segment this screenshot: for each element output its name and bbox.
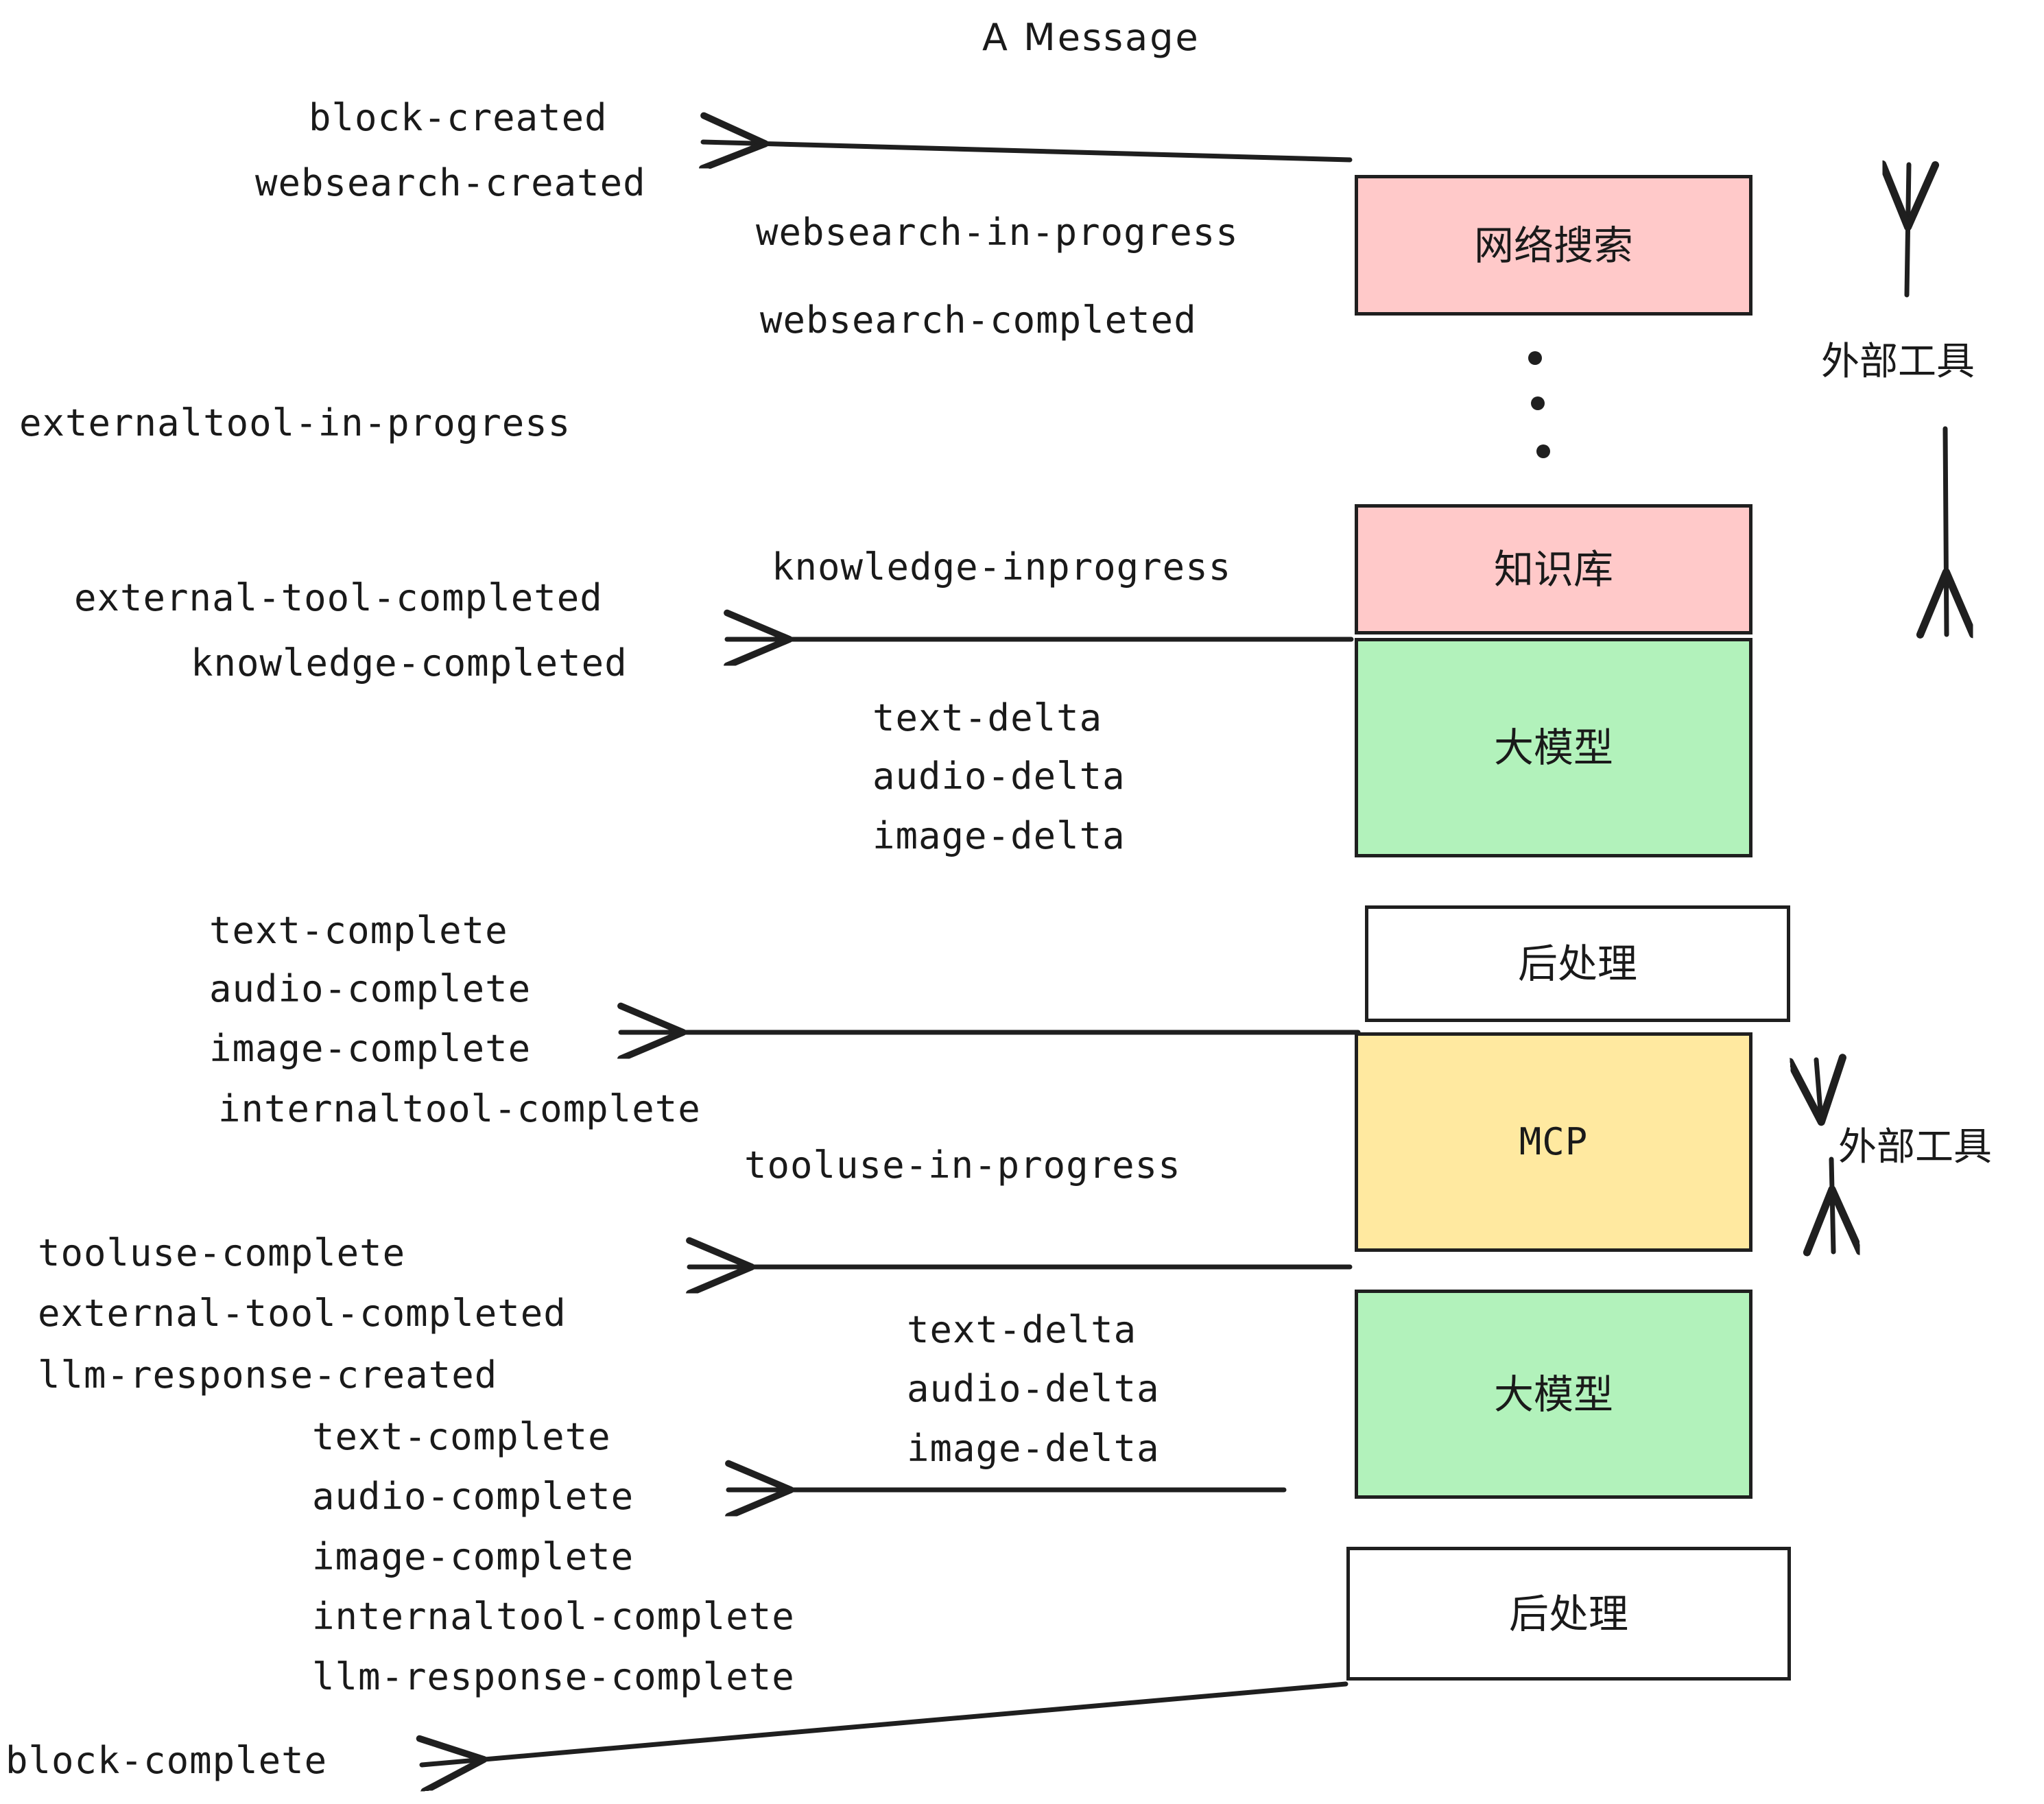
- event-image-delta-first: image-delta: [872, 814, 1126, 857]
- ellipsis-dot: [1528, 351, 1542, 365]
- node-mcp-label: MCP: [1519, 1120, 1589, 1163]
- node-llm-first-label: 大模型: [1493, 724, 1613, 771]
- event-external-tool-completed-second: external-tool-completed: [38, 1292, 567, 1335]
- event-image-complete-second: image-complete: [312, 1535, 634, 1578]
- node-postprocess-second: 后处理: [1346, 1547, 1791, 1681]
- arrow-external-tools-bottom-up: [1816, 1060, 1821, 1119]
- event-internaltool-complete-first: internaltool-complete: [218, 1087, 701, 1130]
- node-postprocess-second-label: 后处理: [1508, 1590, 1628, 1637]
- event-websearch-in-progress: websearch-in-progress: [756, 211, 1239, 254]
- event-llm-response-complete: llm-response-complete: [312, 1655, 795, 1698]
- event-tooluse-in-progress: tooluse-in-progress: [744, 1143, 1181, 1187]
- event-text-delta-second: text-delta: [907, 1308, 1137, 1351]
- event-block-complete: block-complete: [5, 1739, 328, 1782]
- page-title: A Message: [982, 16, 1200, 59]
- ellipsis-dot: [1531, 396, 1545, 410]
- event-audio-delta-first: audio-delta: [872, 755, 1126, 798]
- node-knowledge: 知识库: [1355, 504, 1752, 634]
- event-text-complete-first: text-complete: [209, 909, 508, 952]
- external-tools-label-top: 外部工具: [1821, 340, 1975, 384]
- ellipsis-dot: [1536, 444, 1550, 458]
- event-websearch-completed: websearch-completed: [760, 298, 1197, 342]
- event-text-complete-second: text-complete: [312, 1415, 611, 1458]
- node-knowledge-label: 知识库: [1493, 546, 1613, 593]
- external-tools-label-bottom: 外部工具: [1838, 1125, 1992, 1170]
- event-tooluse-complete: tooluse-complete: [38, 1231, 406, 1274]
- event-websearch-created: websearch-created: [255, 161, 646, 204]
- node-llm-second: 大模型: [1355, 1290, 1752, 1499]
- event-llm-response-created: llm-response-created: [38, 1353, 498, 1397]
- node-llm-first: 大模型: [1355, 638, 1752, 857]
- event-text-delta-first: text-delta: [872, 696, 1103, 739]
- arrow-websearch-to-block-created: [703, 142, 1353, 160]
- node-websearch: 网络搜索: [1355, 175, 1752, 316]
- node-mcp: MCP: [1355, 1032, 1752, 1252]
- event-block-created: block-created: [309, 96, 608, 139]
- node-postprocess-first-label: 后处理: [1517, 940, 1637, 987]
- event-knowledge-inprogress: knowledge-inprogress: [772, 545, 1232, 589]
- event-internaltool-complete-second: internaltool-complete: [312, 1595, 795, 1638]
- node-postprocess-first: 后处理: [1365, 905, 1790, 1022]
- arrow-external-tools-bottom-down: [1831, 1156, 1833, 1252]
- event-audio-delta-second: audio-delta: [907, 1367, 1160, 1410]
- event-image-complete-first: image-complete: [209, 1027, 532, 1070]
- node-websearch-label: 网络搜索: [1473, 222, 1633, 269]
- event-image-delta-second: image-delta: [907, 1427, 1160, 1470]
- arrow-external-tools-top-up: [1907, 165, 1909, 298]
- event-externaltool-in-progress: externaltool-in-progress: [19, 401, 571, 444]
- event-audio-complete-first: audio-complete: [209, 967, 532, 1010]
- event-external-tool-completed-first: external-tool-completed: [74, 576, 603, 619]
- node-llm-second-label: 大模型: [1493, 1370, 1613, 1418]
- arrow-external-tools-top-down: [1945, 426, 1947, 634]
- event-knowledge-completed: knowledge-completed: [191, 641, 628, 685]
- event-audio-complete-second: audio-complete: [312, 1475, 634, 1518]
